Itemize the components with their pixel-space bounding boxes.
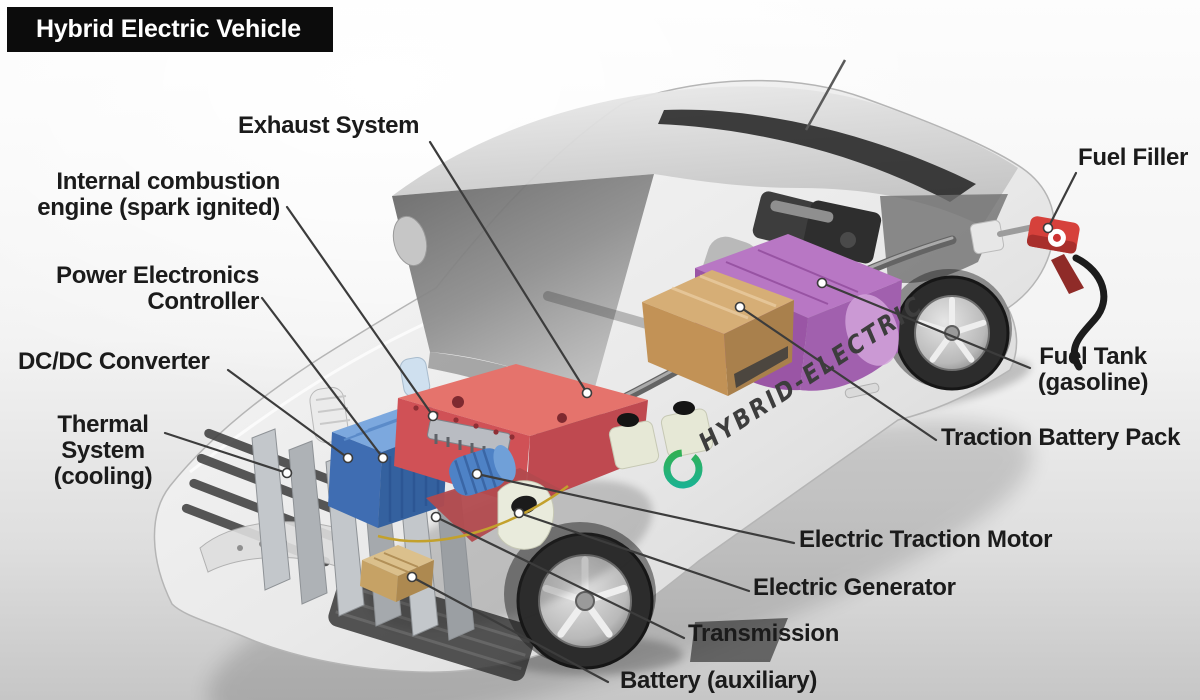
roof-stripe [658, 109, 976, 202]
antenna [804, 59, 847, 131]
fuel-nozzle [969, 216, 1108, 371]
callout-traction-battery-pack: Traction Battery Pack [941, 424, 1181, 451]
callout-fuel-filler: Fuel Filler [1078, 144, 1189, 171]
callout-dc-dc-converter: DC/DC Converter [18, 348, 210, 375]
callout-electric-traction-motor: Electric Traction Motor [799, 526, 1053, 553]
callout-transmission: Transmission [688, 620, 840, 647]
rear-suspension-assembly [752, 191, 882, 264]
leader-dots [281, 222, 1054, 583]
leader-electric-traction-motor [475, 472, 796, 545]
leader-transmission [434, 515, 686, 640]
callout-battery-auxiliary: Battery (auxiliary) [620, 667, 818, 694]
diagram-title: Hybrid Electric Vehicle [7, 7, 333, 52]
callout-internal-combustion-engine: Internal combustion engine (spark ignite… [37, 168, 280, 221]
leader-lines [163, 140, 1078, 684]
leader-internal-combustion-engine [285, 205, 435, 418]
green-ring-logo [663, 449, 703, 489]
roof-panel [392, 86, 1018, 227]
leader-exhaust-system [428, 140, 589, 395]
leader-electric-generator [517, 511, 751, 593]
air-filter-cylinder [309, 386, 351, 444]
leader-fuel-filler [1046, 171, 1078, 230]
hood-highlight-line [189, 314, 443, 474]
callout-power-electronics-controller: Power Electronics Controller [56, 262, 259, 315]
rear-wheel [894, 275, 1010, 391]
side-mirror [392, 215, 428, 267]
callout-electric-generator: Electric Generator [753, 574, 956, 601]
windshield-glass [392, 174, 654, 398]
intake-modules [608, 401, 714, 470]
leader-dc-dc-converter [226, 368, 350, 460]
callout-fuel-tank: Fuel Tank (gasoline) [1037, 343, 1149, 396]
power-electronics-component [328, 405, 448, 528]
leader-fuel-tank [820, 281, 1032, 370]
leader-battery-auxiliary [410, 575, 610, 684]
leader-traction-battery-pack [738, 305, 938, 442]
orange-cable [377, 484, 569, 543]
callout-exhaust-system: Exhaust System [238, 112, 420, 139]
leader-thermal-system [163, 431, 289, 475]
leader-power-electronics-controller [260, 296, 385, 460]
callout-thermal-system: Thermal System (cooling) [53, 411, 153, 490]
